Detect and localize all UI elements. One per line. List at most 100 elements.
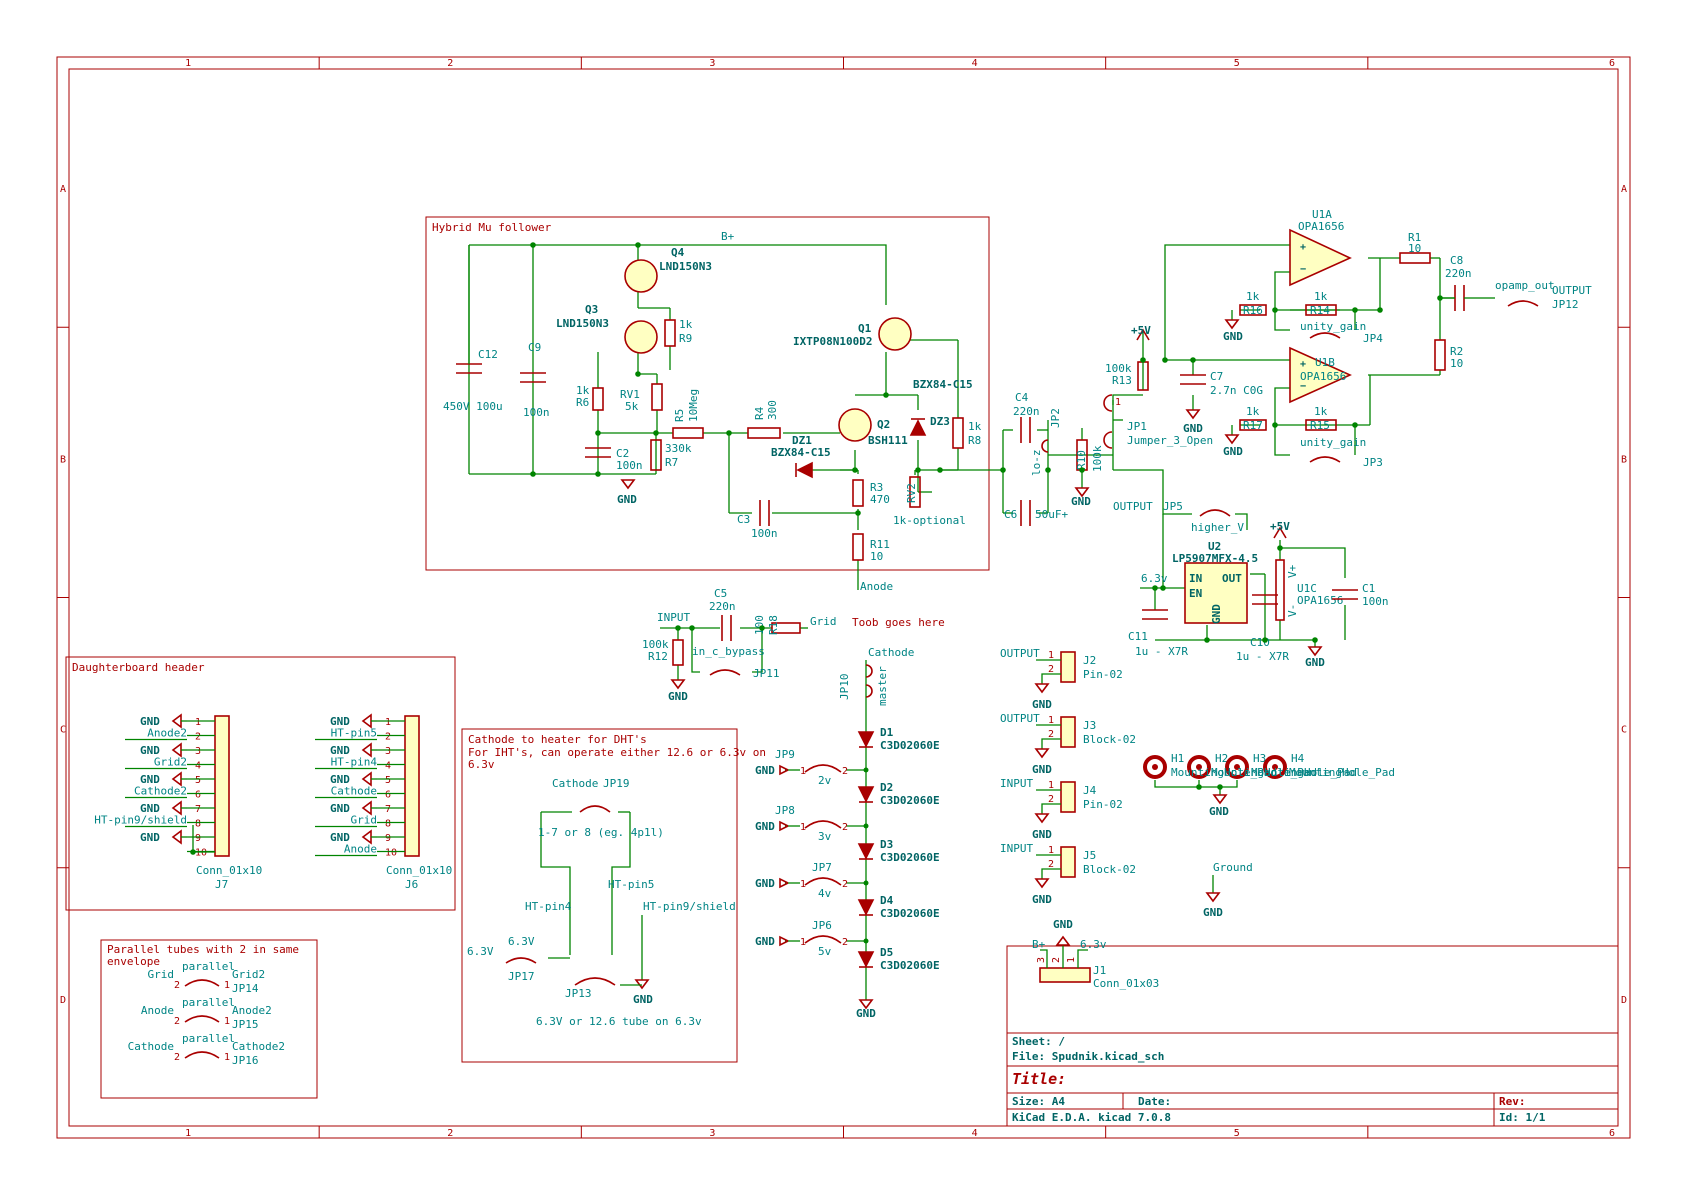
section-hybrid-mu-title: Hybrid Mu follower (432, 221, 552, 234)
label-R1: R1 (1408, 231, 1421, 244)
value-JP16: parallel (182, 1032, 235, 1045)
value-C6: 50uF+ (1035, 508, 1068, 521)
jumper-jp9 (804, 764, 842, 773)
net-cathode-diodes: Cathode (868, 646, 914, 659)
resistor-R11 (852, 533, 864, 561)
net-j3: OUTPUT (1000, 712, 1040, 725)
value-C4: 220n (1013, 405, 1040, 418)
gnd-label-j6: GND (330, 715, 350, 728)
label-JP14: JP14 (232, 982, 259, 995)
transistor-Q2 (838, 408, 872, 442)
label-C4: C4 (1015, 391, 1029, 404)
jumper-JP13 (574, 977, 616, 986)
label-C6: C6 (1004, 508, 1017, 521)
value-J3: Block-02 (1083, 733, 1136, 746)
gnd-label-j7: GND (140, 802, 160, 815)
opamp-U1A (1289, 228, 1352, 287)
gnd-label-r17: GND (1223, 445, 1243, 458)
net-j6: Cathode (331, 785, 377, 798)
pin1: 1 (800, 937, 806, 948)
diode-d2 (857, 786, 875, 803)
net-jp15-b: Anode2 (232, 1004, 272, 1017)
frame-col-bottom: 4 (972, 1128, 978, 1139)
label-R13: R13 (1112, 374, 1132, 387)
tb-id: Id: 1/1 (1499, 1111, 1546, 1124)
label-C1: C1 (1362, 582, 1375, 595)
pin2: 2 (842, 879, 848, 890)
gnd-label-j3: GND (1032, 763, 1052, 776)
resistor-R12 (672, 639, 684, 666)
pin2: 2 (1048, 794, 1054, 805)
svg-text:−: − (1300, 264, 1306, 275)
value-R4: 300 (766, 400, 779, 420)
value-JP1: Jumper_3_Open (1127, 434, 1213, 447)
pin1: 1 (1048, 780, 1054, 791)
label-JP10: JP10 (838, 674, 851, 701)
gnd-label-j6: GND (330, 802, 350, 815)
label-R11: R11 (870, 538, 890, 551)
label-JP13: JP13 (565, 987, 592, 1000)
label-JP11: JP11 (753, 667, 780, 680)
value-D1: C3D02060E (880, 739, 940, 752)
cathode-heater: Cathode JP19 1-7 or 8 (eg. 4p1l) HT-pin4… (467, 777, 736, 1028)
net-j2: OUTPUT (1000, 647, 1040, 660)
pin: 2 (195, 732, 201, 743)
gnd-label-jp6: GND (755, 935, 775, 948)
label-JP9: JP9 (775, 748, 795, 761)
gnd-label-j4: GND (1032, 828, 1052, 841)
pin1: 1 (224, 1016, 230, 1027)
value-JP6: 5v (818, 945, 832, 958)
pin: 8 (385, 819, 391, 830)
tb-size: Size: A4 (1012, 1095, 1065, 1108)
value-J6: Conn_01x10 (386, 864, 452, 877)
label-JP5: JP5 (1163, 500, 1183, 513)
value-R14: 1k (1314, 290, 1328, 303)
pin: 7 (195, 804, 201, 815)
value-J5: Block-02 (1083, 863, 1136, 876)
ldo-U2 (1184, 562, 1248, 624)
pin: 4 (385, 761, 391, 772)
value-C10: 1u - X7R (1236, 650, 1289, 663)
label-C2: C2 (616, 447, 629, 460)
value-R15: 1k (1314, 405, 1328, 418)
label-J1: J1 (1093, 964, 1106, 977)
jumper-JP12 (1507, 300, 1539, 307)
resistor-R1 (1399, 252, 1431, 264)
label-RV2: RV2 (905, 483, 918, 503)
net-ht-shield: HT-pin9/shield (643, 900, 736, 913)
gnd-label-j7: GND (140, 773, 160, 786)
jp1-pin-1: 1 (1115, 397, 1121, 408)
value-Q2: BSH111 (868, 434, 908, 447)
label-H4: H4 (1291, 752, 1305, 765)
gnd-label-j5: GND (1032, 893, 1052, 906)
pin: 2 (385, 732, 391, 743)
label-C3: C3 (737, 513, 750, 526)
label-JP16: JP16 (232, 1054, 259, 1067)
gnd-label-ground: GND (1203, 906, 1223, 919)
tube-note: 6.3V or 12.6 tube on 6.3v (536, 1015, 702, 1028)
value-R5: 10Meg (687, 389, 700, 422)
net-j7: HT-pin9/shield (94, 814, 187, 827)
gnd-label-j6: GND (330, 744, 350, 757)
section-daughterboard (65, 656, 456, 911)
label-JP1: JP1 (1127, 420, 1147, 433)
net-j7: Cathode2 (134, 785, 187, 798)
connector-j5 (1060, 846, 1076, 878)
pin: 9 (385, 833, 391, 844)
section-cathode-heater-t3: 6.3v (468, 758, 495, 771)
pin: 10 (195, 848, 207, 859)
jumper-JP2 (1041, 439, 1049, 453)
value-JP2: lo-z (1030, 450, 1043, 477)
connector-J1-body (1039, 967, 1091, 983)
connector-j3 (1060, 716, 1076, 748)
pin-OUT: OUT (1222, 572, 1242, 585)
tb-file: File: Spudnik.kicad_sch (1012, 1050, 1164, 1063)
jumper-JP3 (1309, 456, 1341, 463)
value-R16: 1k (1246, 290, 1260, 303)
value-J7: Conn_01x10 (196, 864, 262, 877)
label-C5: C5 (714, 587, 727, 600)
frame-col-bottom: 3 (709, 1128, 715, 1139)
label-R9: R9 (679, 332, 692, 345)
